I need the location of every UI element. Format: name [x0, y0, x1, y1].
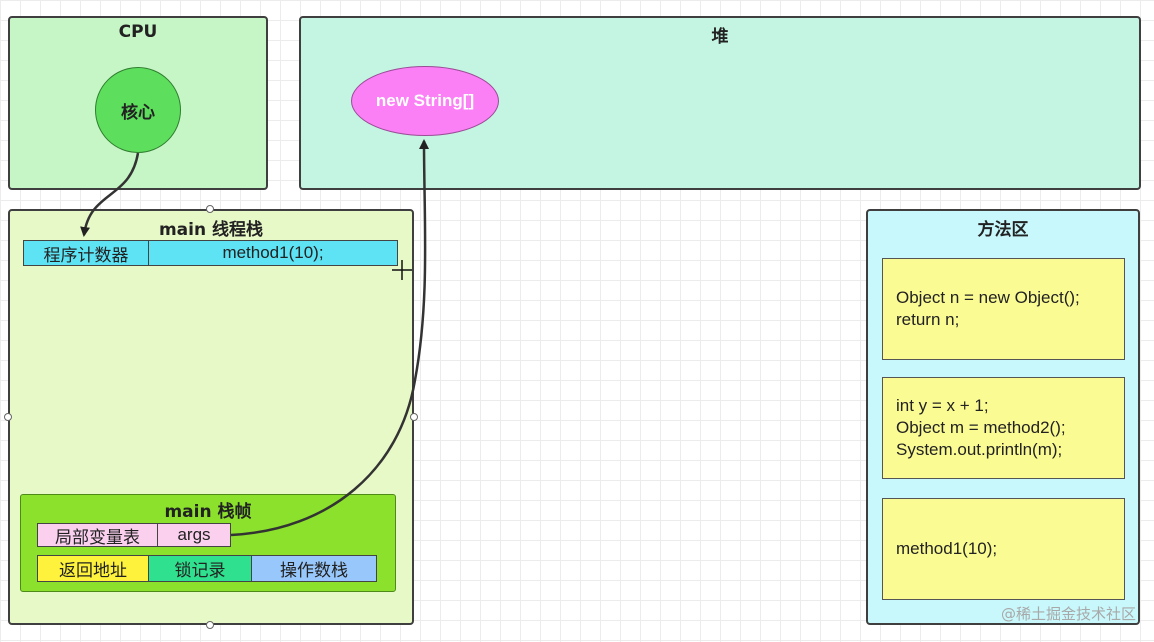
code-line: System.out.println(m); — [896, 440, 1063, 459]
code-block[interactable]: Object n = new Object(); return n; — [882, 258, 1125, 360]
code-line: Object n = new Object(); — [896, 288, 1080, 307]
resize-handle-right[interactable] — [410, 413, 418, 421]
core-to-program-counter-arrow[interactable] — [80, 152, 140, 237]
string-array-object-node[interactable]: new String[] — [351, 66, 499, 136]
cpu-title: CPU — [118, 22, 158, 42]
program-counter-value: method1(10); — [148, 240, 398, 266]
resize-handle-bottom[interactable] — [206, 621, 214, 629]
args-to-string-array-arrow[interactable] — [230, 139, 430, 537]
crosshair-cursor-icon — [392, 260, 412, 280]
method-area-title: 方法区 — [977, 220, 1029, 240]
code-line: int y = x + 1; — [896, 396, 989, 415]
resize-handle-top[interactable] — [206, 205, 214, 213]
cpu-core-node[interactable]: 核心 — [95, 67, 181, 153]
return-address-cell: 返回地址 — [37, 555, 149, 582]
program-counter-label: 程序计数器 — [23, 240, 149, 266]
code-line: method1(10); — [896, 539, 998, 558]
code-line: return n; — [896, 310, 960, 329]
code-block[interactable]: int y = x + 1; Object m = method2(); Sys… — [882, 377, 1125, 479]
watermark: @稀土掘金技术社区 — [1000, 605, 1136, 623]
local-variable-args: args — [157, 523, 231, 547]
operand-stack-cell: 操作数栈 — [251, 555, 377, 582]
local-variable-table-label: 局部变量表 — [37, 523, 158, 548]
thread-stack-title: main 线程栈 — [158, 220, 264, 240]
lock-record-cell: 锁记录 — [148, 555, 252, 582]
stack-frame-title: main 栈帧 — [164, 502, 252, 522]
heap-title: 堆 — [711, 27, 729, 47]
code-block[interactable]: method1(10); — [882, 498, 1125, 600]
code-line: Object m = method2(); — [896, 418, 1066, 437]
resize-handle-left[interactable] — [4, 413, 12, 421]
